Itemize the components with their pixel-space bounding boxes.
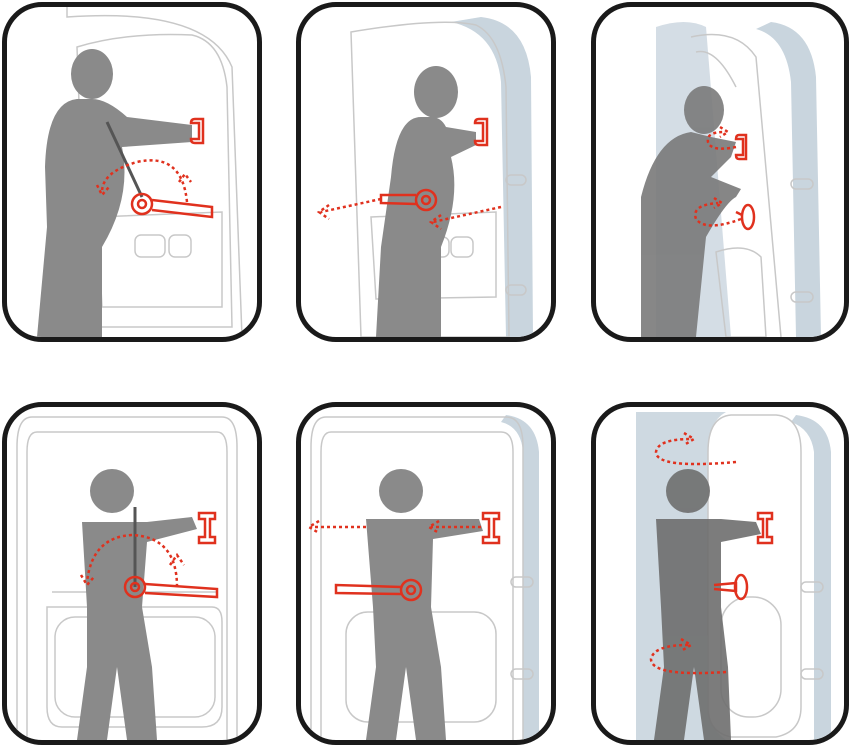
- step-3-panel: [591, 2, 849, 342]
- grab-handle-icon: [197, 511, 217, 545]
- person-figure-icon: [366, 469, 483, 740]
- door-handle-icon: [735, 203, 756, 231]
- lever-icon: [334, 578, 423, 602]
- rotate-arrow-icon: [694, 125, 742, 227]
- grab-handle-icon: [473, 117, 489, 147]
- grab-handle-icon: [481, 511, 501, 545]
- step-6-panel: [591, 402, 849, 745]
- step-4-illustration: [16, 416, 238, 740]
- step-6-illustration: [636, 412, 831, 740]
- person-figure-icon: [37, 49, 192, 337]
- person-figure-icon: [77, 469, 197, 740]
- grab-handle-icon: [189, 117, 205, 145]
- aircraft-door-outline: [16, 416, 238, 740]
- door-handle-icon: [713, 573, 749, 601]
- step-2-panel: [296, 2, 556, 342]
- person-figure-icon: [376, 66, 476, 337]
- step-3-illustration: [641, 22, 821, 337]
- step-4-panel: [2, 402, 262, 745]
- step-5-illustration: [306, 415, 539, 740]
- person-figure-icon: [641, 86, 741, 337]
- step-1-illustration: [37, 7, 243, 337]
- step-5-panel: [296, 402, 556, 745]
- step-1-panel: [2, 2, 262, 342]
- rotate-arrow-icon: [95, 159, 192, 203]
- grab-handle-icon: [734, 133, 748, 161]
- lever-shaft: [105, 121, 144, 198]
- door-edge-seal: [501, 415, 539, 740]
- pull-arrow-icon: [316, 197, 502, 231]
- grab-handle-icon: [756, 511, 774, 545]
- aircraft-door-outline: [690, 33, 814, 337]
- person-figure-icon: [654, 469, 761, 740]
- lever-icon: [130, 192, 214, 219]
- step-2-illustration: [316, 17, 533, 337]
- rotate-arrow-icon: [649, 431, 737, 675]
- door-edge-seal: [756, 22, 821, 337]
- rotate-arrow-icon: [79, 533, 186, 588]
- door-edge-seal: [791, 415, 831, 740]
- lever-icon: [123, 575, 219, 599]
- pull-arrow-icon: [306, 519, 481, 535]
- door-edge-seal: [451, 17, 533, 337]
